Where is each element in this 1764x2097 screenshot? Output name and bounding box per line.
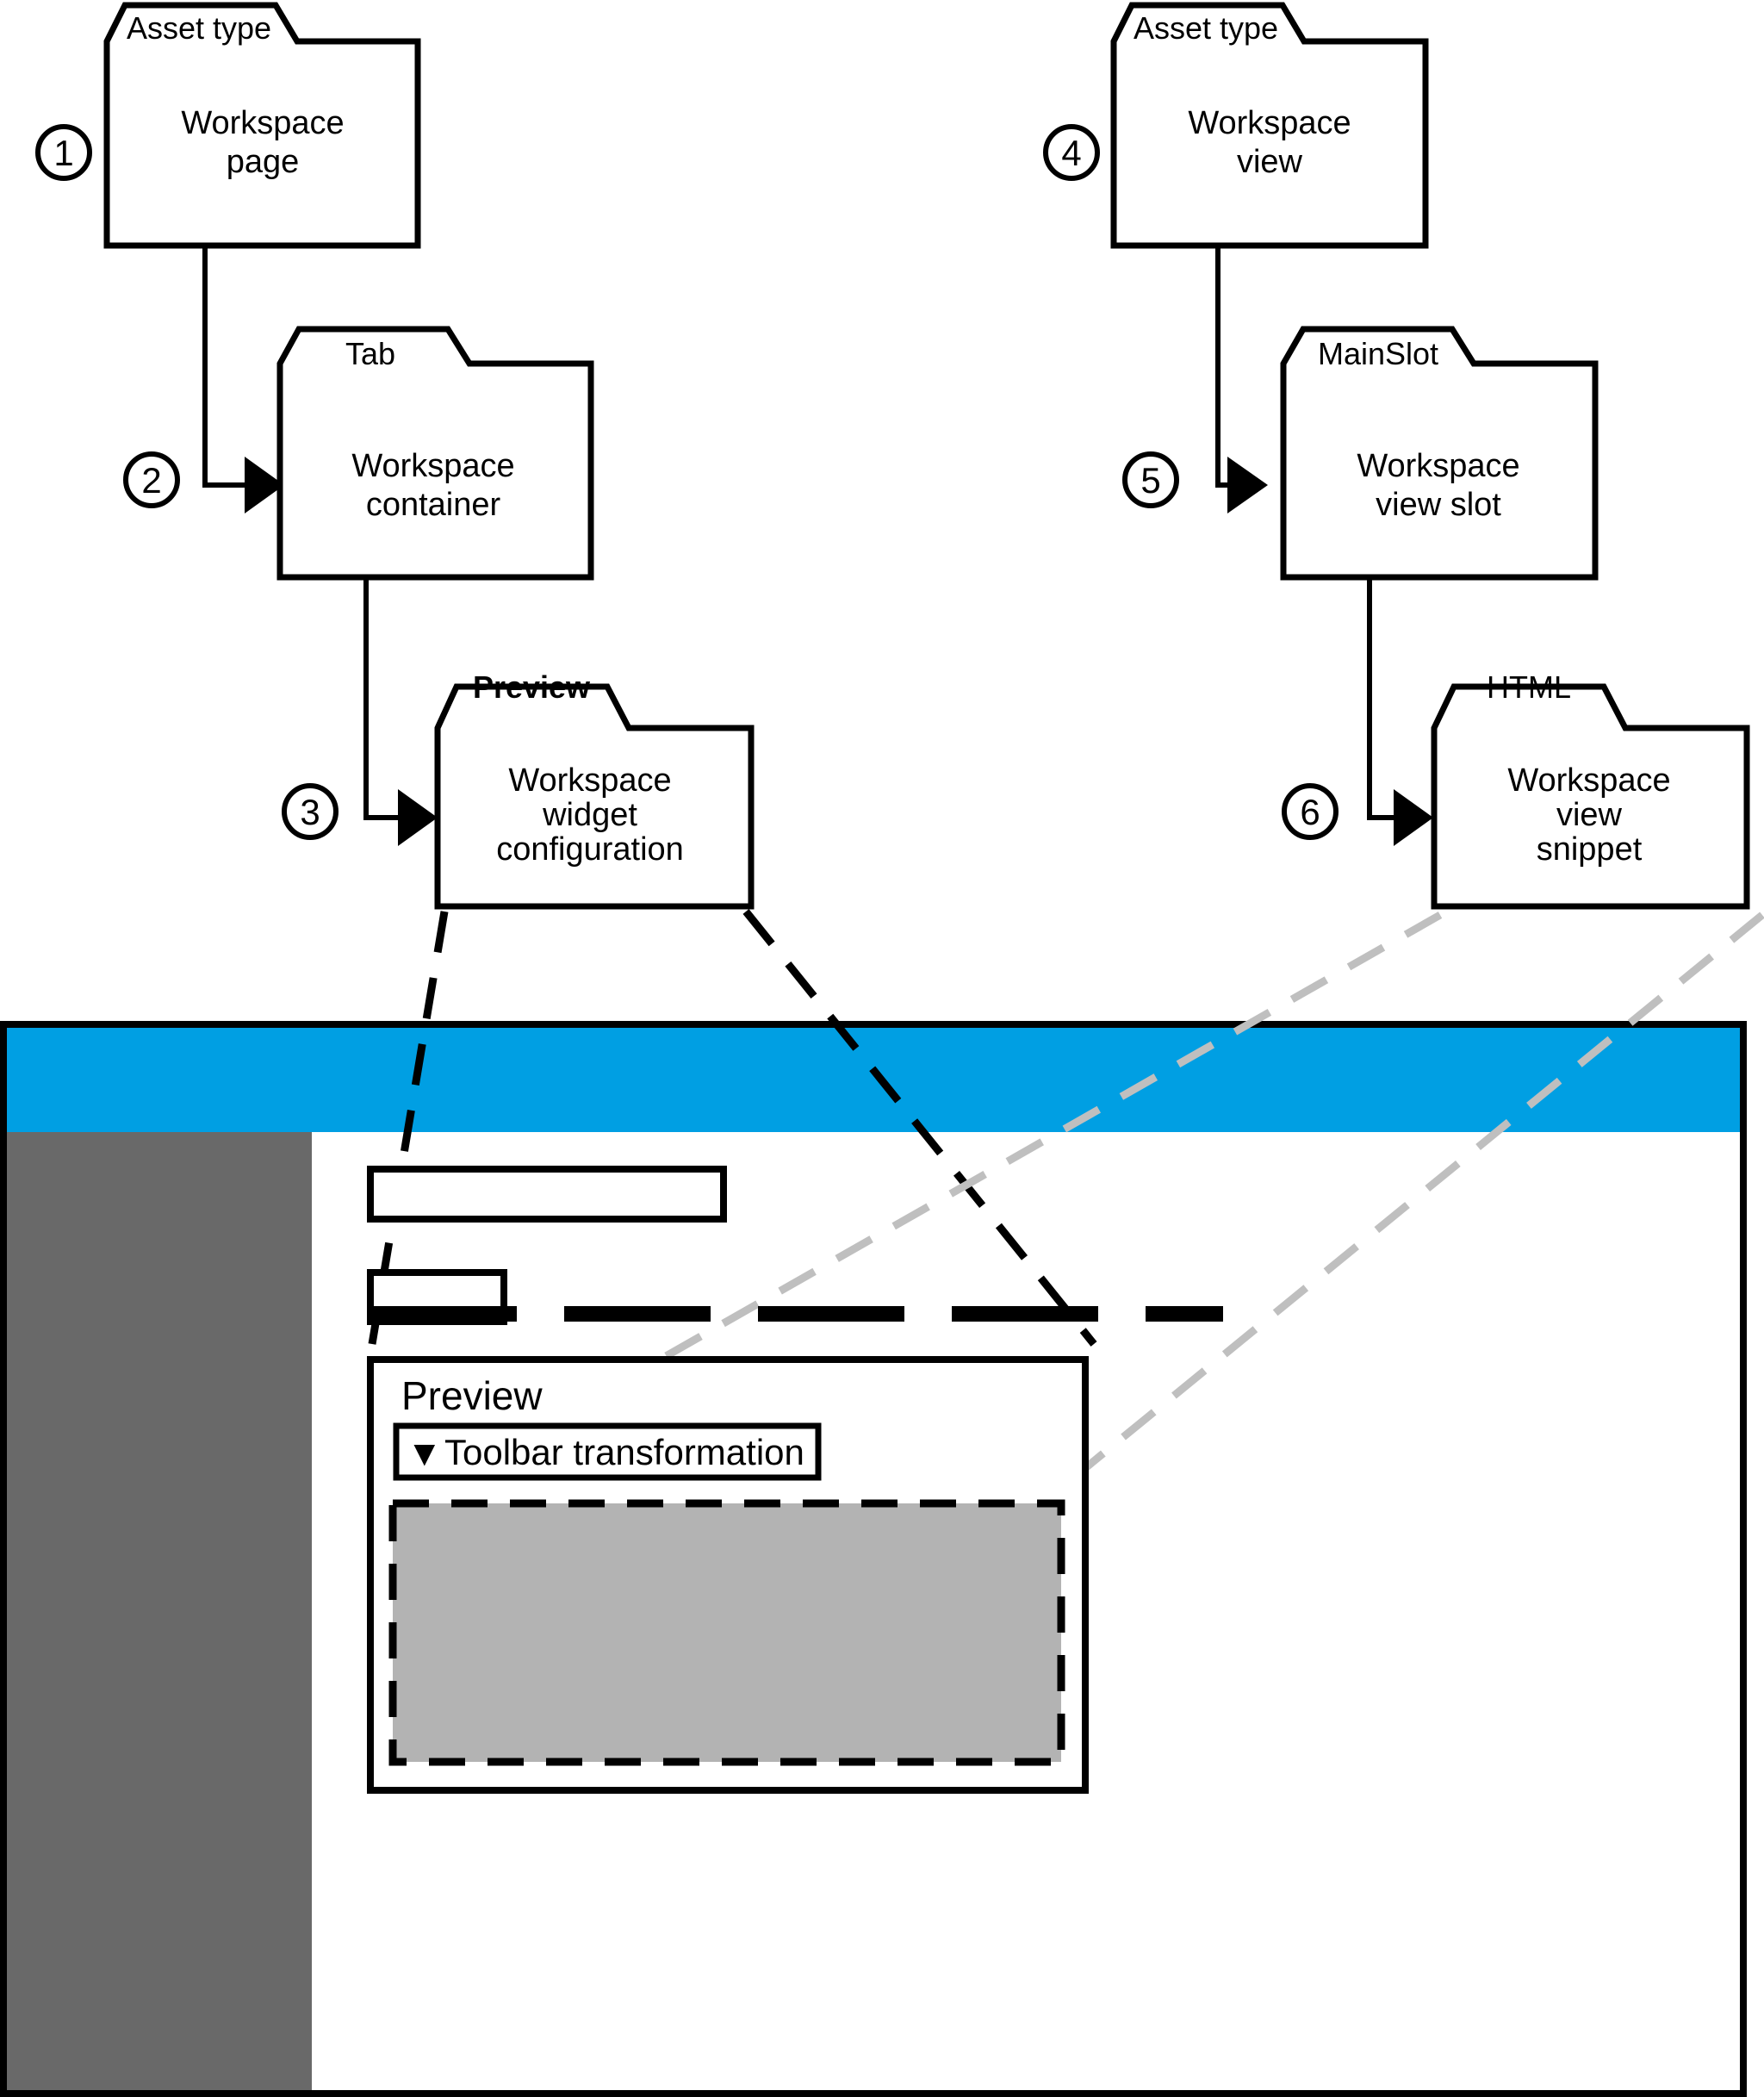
connector-5-to-6 [1367,577,1395,820]
browser-mockup [0,1021,1747,2097]
folder-body-line-6-3: snippet [1537,831,1643,868]
folder-body-line-3-1: Workspace [508,762,671,799]
step-badge-5: 5 [1122,451,1179,508]
folder-body-line-4-1: Workspace [1188,105,1351,141]
callout-line-6-right [1064,912,1764,1487]
folder-body-line-1-1: Workspace [181,105,344,141]
preview-widget-area[interactable] [388,1499,1065,1766]
connector-5-to-6-arrowhead [1394,789,1433,846]
step-badge-3: 3 [282,783,339,840]
folder-tab-label-2: Tab [345,336,395,371]
step-5-node[interactable]: MainSlot Workspace view slot [1280,326,1599,581]
toolbar-transformation-label: Toolbar transformation [444,1432,804,1472]
folder-tab-label-6: HTML [1487,669,1571,705]
folder-body-line-4-2: view [1237,144,1303,180]
step-2-node[interactable]: Tab Workspace container [276,326,594,581]
step-badge-1: 1 [35,124,92,181]
step-badge-2-number: 2 [141,460,161,501]
step-badge-5-number: 5 [1140,460,1160,501]
step-badge-2: 2 [123,451,180,508]
mockup-search-input[interactable] [367,1166,727,1223]
folder-tab-label-1: Asset type [127,10,271,46]
mockup-header-bar [7,1028,1740,1132]
step-badge-4: 4 [1043,124,1100,181]
step-badge-4-number: 4 [1061,133,1081,173]
step-badge-6-number: 6 [1300,792,1320,832]
folder-body-line-2-1: Workspace [351,448,514,484]
folder-tab-label-5: MainSlot [1318,336,1438,371]
connector-2-to-3 [363,577,405,820]
folder-body-line-6-2: view [1556,797,1623,833]
connector-2-to-3-arrowhead [398,789,438,846]
folder-shape-6 [1431,683,1750,910]
folder-shape-5 [1280,326,1599,581]
folder-shape-4 [1110,2,1429,249]
step-4-node[interactable]: Asset type Workspace view [1110,2,1429,249]
folder-body-line-1-2: page [227,144,300,180]
step-badge-1-number: 1 [53,133,73,173]
folder-body-line-3-3: configuration [496,831,684,868]
step-badge-6: 6 [1282,783,1339,840]
chevron-down-icon[interactable]: ▼ [407,1433,443,1473]
connector-4-to-5-arrowhead [1227,457,1268,513]
folder-body-line-3-2: widget [542,797,637,833]
toolbar-transformation-dropdown[interactable] [393,1422,822,1481]
preview-panel-title: Preview [401,1373,543,1418]
mockup-sidebar [7,1132,312,2090]
folder-body-line-5-2: view slot [1376,487,1501,523]
folder-shape-2 [276,326,594,581]
mockup-content-widgets: Preview ▼ Toolbar transformation [367,1166,1223,1794]
folder-body-line-5-1: Workspace [1357,448,1519,484]
connector-1-to-2 [202,246,258,488]
callout-line-3-right [742,909,1097,1347]
folder-body-line-2-2: container [366,487,501,523]
folder-tab-label-4: Asset type [1134,10,1278,46]
connector-4-to-5 [1215,246,1227,488]
connector-1-to-2-arrowhead [245,457,284,513]
folder-shape-3 [434,683,755,910]
folder-tab-label-3: Preview [473,669,591,705]
folder-shape-1 [103,2,421,249]
step-1-node[interactable]: Asset type Workspace page [103,2,421,249]
folder-body-line-6-1: Workspace [1507,762,1670,799]
step-3-node[interactable]: Preview Workspace widget configuration [434,669,755,910]
step-badge-3-number: 3 [300,792,320,832]
step-6-node[interactable]: HTML Workspace view snippet [1431,669,1750,910]
